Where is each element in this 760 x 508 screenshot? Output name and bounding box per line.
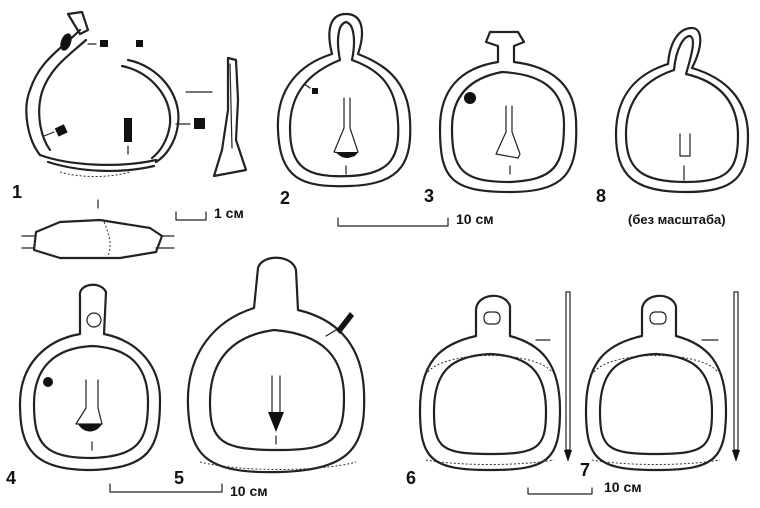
figure-6-number: 6 (406, 468, 416, 488)
figure-8-no-scale-note: (без масштаба) (628, 212, 726, 227)
scale-bar-10cm-a (337, 217, 449, 227)
figure-3-number: 3 (424, 186, 434, 206)
scale-bar-10cm-b (109, 483, 223, 493)
scale-bar-10cm-c (527, 487, 593, 495)
scale-bar-10cm-c-label: 10 см (604, 479, 642, 495)
scale-bar-1cm (175, 211, 207, 221)
scale-bar-10cm-a-label: 10 см (456, 211, 494, 227)
figure-2-number: 2 (280, 188, 290, 208)
figure-6-stirrup (418, 291, 572, 472)
figure-5-stirrup (186, 256, 366, 474)
figure-1-number: 1 (12, 182, 22, 202)
figure-7-number: 7 (580, 460, 590, 480)
figure-3-stirrup (438, 30, 578, 194)
figure-4-stirrup (18, 283, 162, 472)
figure-7-stirrup (584, 291, 740, 472)
scale-bar-1cm-label: 1 см (214, 205, 244, 221)
figure-1-stirrup-fragment (21, 10, 248, 260)
figure-5-number: 5 (174, 468, 184, 488)
figure-4-number: 4 (6, 468, 16, 488)
figure-2-stirrup (276, 12, 412, 188)
figure-8-number: 8 (596, 186, 606, 206)
scale-bar-10cm-b-label: 10 см (230, 483, 268, 499)
figure-8-stirrup (614, 26, 750, 194)
